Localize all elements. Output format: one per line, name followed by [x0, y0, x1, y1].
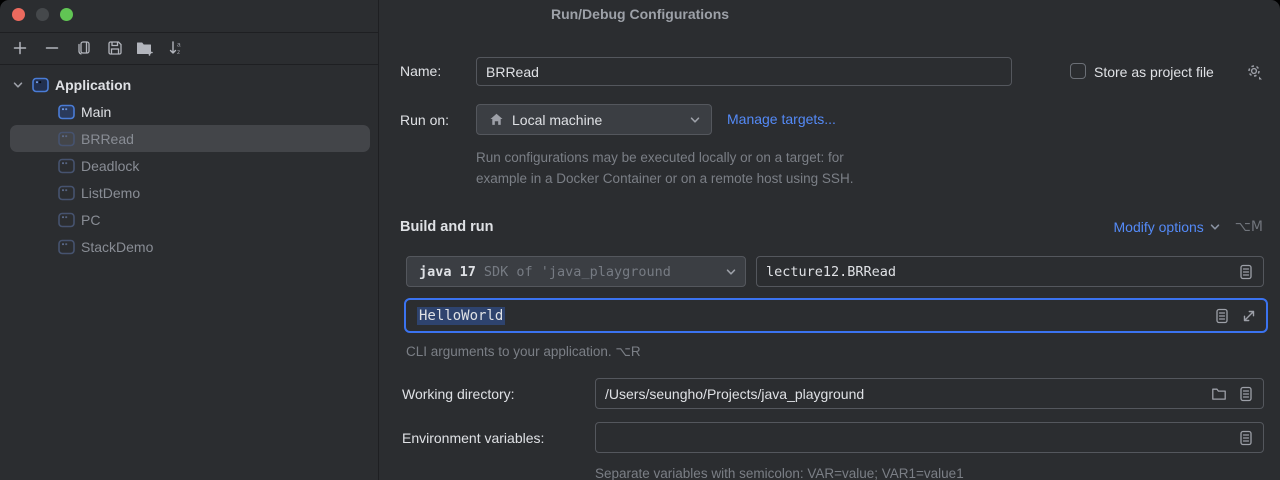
tree-node-application[interactable]: Application — [12, 71, 131, 98]
working-directory-value: /Users/seungho/Projects/java_playground — [605, 385, 865, 402]
tree-node-deadlock[interactable]: Deadlock — [58, 152, 139, 179]
selected-text: HelloWorld — [417, 306, 506, 325]
toolbar-divider — [0, 64, 378, 65]
main-class-value: lecture12.BRRead — [766, 263, 897, 280]
run-config-icon — [58, 158, 75, 173]
tree-node-main[interactable]: Main — [58, 98, 111, 125]
environment-variables-input[interactable] — [595, 422, 1264, 453]
tree-node-brread[interactable]: BRRead — [58, 125, 134, 152]
tree-node-label: ListDemo — [81, 184, 141, 201]
svg-text:z: z — [177, 49, 180, 56]
run-config-icon — [58, 239, 75, 254]
run-config-icon — [58, 104, 75, 119]
dialog-title: Run/Debug Configurations — [550, 6, 730, 22]
cli-arguments-input[interactable]: HelloWorld — [404, 298, 1268, 333]
modify-options-link[interactable]: Modify options — [1113, 219, 1204, 235]
environment-variables-label: Environment variables: — [402, 430, 545, 446]
manage-targets-link[interactable]: Manage targets... — [727, 111, 836, 127]
run-on-help-line2: example in a Docker Container or on a re… — [476, 171, 854, 186]
selected-row-highlight — [10, 125, 370, 152]
gear-icon[interactable] — [1246, 63, 1263, 85]
home-icon — [489, 112, 504, 127]
name-label: Name: — [400, 63, 442, 79]
application-icon — [32, 77, 49, 92]
add-icon[interactable] — [12, 40, 28, 56]
jdk-detail: SDK of 'java_playground — [483, 263, 671, 280]
run-config-icon — [58, 185, 75, 200]
insert-macros-icon[interactable] — [1238, 386, 1254, 402]
panel-divider — [378, 0, 379, 480]
chevron-down-icon[interactable] — [1209, 221, 1221, 233]
tree-node-label: Application — [55, 76, 132, 93]
main-class-input[interactable]: lecture12.BRRead — [756, 256, 1264, 287]
chevron-down-icon[interactable] — [12, 79, 24, 91]
browse-folder-icon[interactable] — [1211, 386, 1227, 402]
save-icon[interactable] — [107, 40, 123, 56]
svg-text:a: a — [177, 42, 181, 49]
working-directory-label: Working directory: — [402, 386, 515, 402]
copy-icon[interactable] — [76, 40, 92, 56]
close-window-button[interactable] — [12, 8, 25, 21]
run-on-help-line1: Run configurations may be executed local… — [476, 150, 844, 165]
chevron-down-icon — [689, 114, 701, 126]
environment-variables-hint: Separate variables with semicolon: VAR=v… — [595, 466, 964, 480]
modify-options-shortcut: ⌥M — [1234, 219, 1263, 235]
tree-node-label: BRRead — [81, 130, 134, 147]
run-on-value: Local machine — [512, 111, 603, 128]
tree-node-label: PC — [81, 211, 101, 228]
jdk-select[interactable]: java 17 SDK of 'java_playground — [406, 256, 746, 287]
new-folder-icon[interactable] — [136, 40, 153, 56]
store-as-project-file-label: Store as project file — [1094, 64, 1214, 80]
run-on-label: Run on: — [400, 112, 450, 128]
tree-node-label: Deadlock — [81, 157, 140, 174]
maximize-window-button[interactable] — [60, 8, 73, 21]
working-directory-input[interactable]: /Users/seungho/Projects/java_playground — [595, 378, 1264, 409]
tree-node-listdemo[interactable]: ListDemo — [58, 179, 140, 206]
tree-node-label: StackDemo — [81, 238, 154, 255]
run-config-icon — [58, 212, 75, 227]
cli-arguments-hint: CLI arguments to your application. ⌥R — [406, 344, 641, 359]
expand-icon[interactable] — [1241, 308, 1257, 324]
remove-icon[interactable] — [44, 40, 60, 56]
name-input[interactable]: BRRead — [476, 57, 1012, 86]
minimize-window-button[interactable] — [36, 8, 49, 21]
name-value: BRRead — [486, 63, 539, 80]
store-as-project-file-checkbox[interactable] — [1070, 63, 1086, 79]
cli-arguments-value: HelloWorld — [417, 306, 506, 325]
jdk-name: java 17 — [419, 263, 476, 280]
chevron-down-icon — [725, 266, 737, 278]
insert-macros-icon[interactable] — [1238, 264, 1254, 280]
tree-node-pc[interactable]: PC — [58, 206, 100, 233]
run-on-select[interactable]: Local machine — [476, 104, 712, 135]
build-and-run-section-title: Build and run — [400, 219, 494, 235]
modify-options-row: Modify options ⌥M — [1114, 219, 1264, 235]
tree-node-label: Main — [81, 103, 112, 120]
titlebar-divider — [0, 32, 378, 33]
tree-node-stackdemo[interactable]: StackDemo — [58, 233, 153, 260]
run-config-icon — [58, 131, 75, 146]
insert-macros-icon[interactable] — [1214, 308, 1230, 324]
insert-macros-icon[interactable] — [1238, 430, 1254, 446]
